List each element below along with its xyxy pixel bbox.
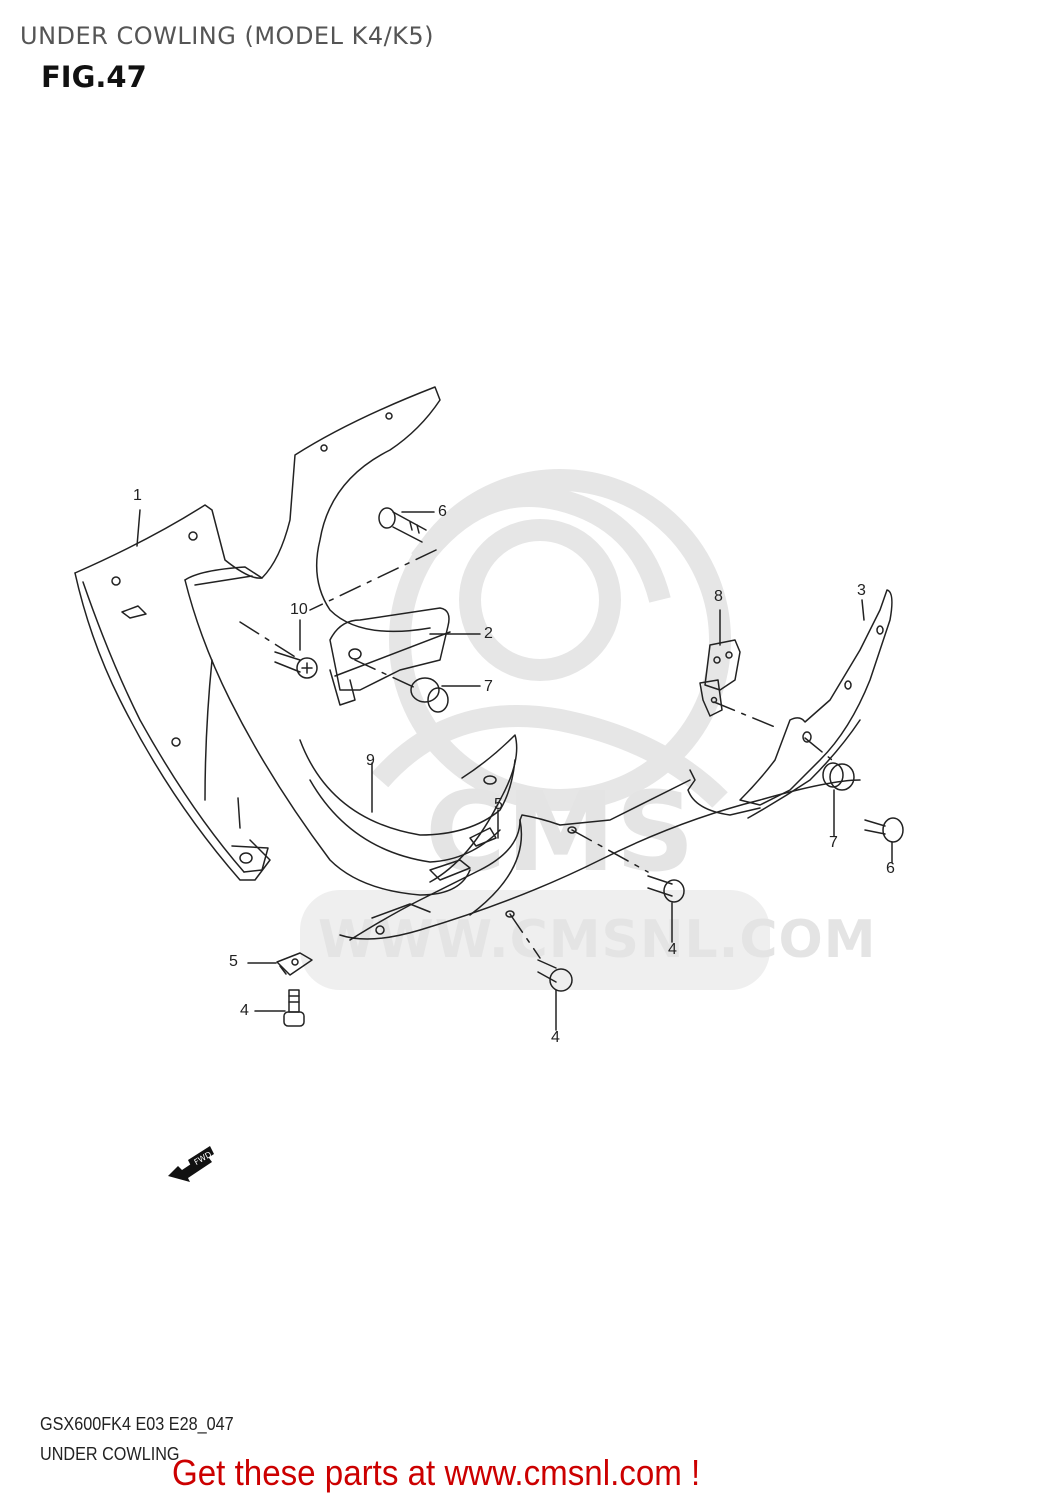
- fastener-10: [274, 651, 318, 679]
- grommet-7-left: [410, 677, 449, 713]
- part-1-side-cowl: [74, 386, 471, 896]
- promo-link[interactable]: Get these parts at www.cmsnl.com !: [172, 1452, 701, 1493]
- part-lower-belly: [339, 769, 861, 941]
- callout-10: 10: [290, 601, 308, 618]
- watermark-url: WWW.CMSNL.COM: [318, 910, 877, 970]
- part-3-side-bracket: [739, 589, 893, 819]
- figure-number: FIG.47: [41, 60, 147, 94]
- callout-8: 8: [714, 588, 723, 605]
- callout-2: 2: [484, 625, 493, 642]
- callout-3: 3: [857, 582, 866, 599]
- callout-9: 9: [366, 752, 375, 769]
- fwd-direction-icon: FWD: [168, 1146, 214, 1182]
- part-2-bracket: [329, 607, 451, 706]
- callout-6-right: 6: [886, 860, 895, 877]
- fastener-4-middle: [647, 875, 685, 903]
- callout-6-top: 6: [438, 503, 447, 520]
- bolt-4-bottom: [283, 989, 305, 1027]
- callout-5-middle: 5: [494, 796, 503, 813]
- callout-1: 1: [133, 487, 142, 504]
- callout-4-bottom: 4: [240, 1002, 249, 1019]
- diagram-subtitle: UNDER COWLING (MODEL K4/K5): [20, 22, 435, 50]
- fastener-4-lower: [537, 959, 573, 992]
- callout-5-bottom: 5: [229, 953, 238, 970]
- diagram-caption: UNDER COWLING: [40, 1444, 180, 1464]
- clip-nut-5-bottom: [276, 952, 313, 976]
- callout-7-left: 7: [484, 678, 493, 695]
- callout-4-middle: 4: [668, 941, 677, 958]
- diagram-code: GSX600FK4 E03 E28_047: [40, 1414, 234, 1434]
- fastener-6-right: [864, 817, 904, 843]
- fastener-6-top: [378, 507, 427, 543]
- part-8-stay: [699, 639, 741, 717]
- grommet-7-right: [822, 762, 855, 791]
- callout-7-right: 7: [829, 834, 838, 851]
- part-9-inner-panel: [299, 734, 518, 883]
- callout-4-lower: 4: [551, 1029, 560, 1046]
